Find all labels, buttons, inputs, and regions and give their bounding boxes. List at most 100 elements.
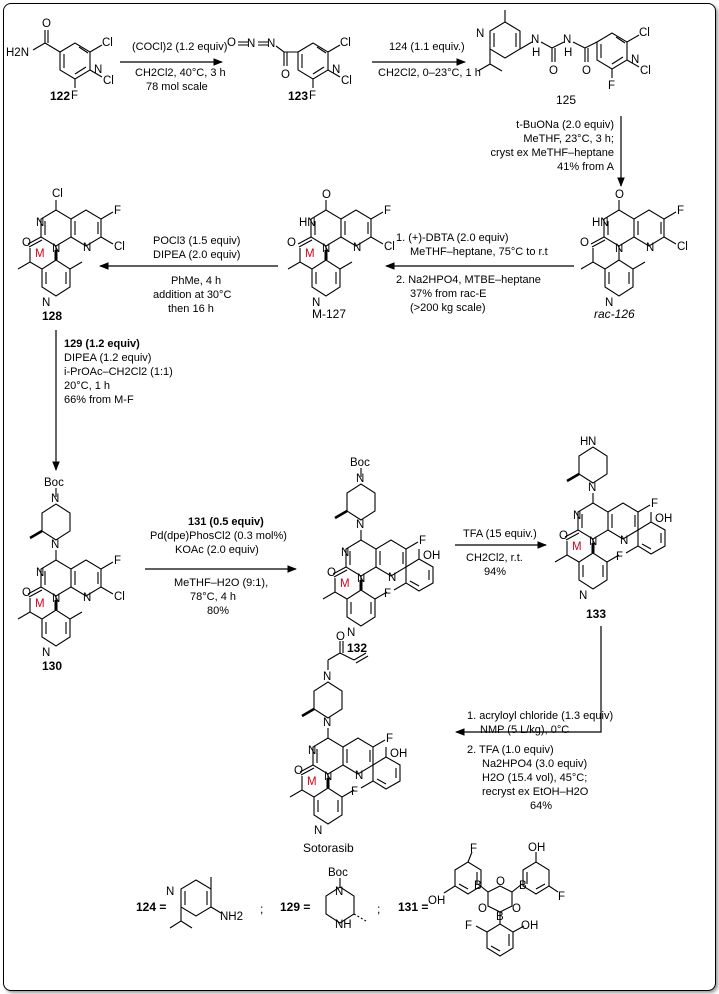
svg-text:addition at 30°C: addition at 30°C [153, 289, 231, 301]
conditions-step-2: 124 (1.1 equiv.) CH2Cl2, 0–23°C, 1 h [378, 41, 481, 79]
label-sotorasib: Sotorasib [303, 841, 354, 855]
svg-text:DIPEA (2.0 equiv): DIPEA (2.0 equiv) [153, 249, 240, 261]
amine-nh: NH [335, 919, 352, 931]
chlorine-atom: Cl [102, 37, 113, 49]
nitrogen-atom: N [353, 242, 361, 254]
compound-130: N Boc N O N N F Cl N M N 130 [17, 477, 125, 673]
svg-text:CH2Cl2, 0–23°C, 1 h: CH2Cl2, 0–23°C, 1 h [378, 67, 481, 79]
arrow-step-9 [455, 626, 602, 736]
label-125: 125 [556, 93, 576, 107]
nitrogen-atom: N [166, 886, 174, 898]
oxygen-atom: O [294, 765, 303, 777]
svg-text:124 (1.1 equiv.): 124 (1.1 equiv.) [389, 41, 465, 53]
nitrogen-atom: N [563, 34, 571, 46]
svg-text:131 =: 131 = [398, 900, 428, 914]
oxygen-atom: O [322, 189, 331, 201]
nitrogen-atom: N [322, 243, 330, 255]
chlorine-atom: Cl [114, 241, 125, 253]
svg-text:PhMe, 4 h: PhMe, 4 h [171, 275, 221, 287]
oxygen-atom: O [580, 237, 589, 249]
fluorine-atom: F [677, 205, 684, 217]
svg-text:78 mol scale: 78 mol scale [146, 81, 208, 93]
hydroxyl-group: OH [390, 748, 407, 760]
label-130: 130 [42, 659, 62, 673]
svg-text:80%: 80% [207, 605, 229, 617]
conditions-step-4: 1. (+)-DBTA (2.0 equiv) MeTHF–heptane, 7… [396, 232, 548, 314]
svg-text:DIPEA (1.2 equiv): DIPEA (1.2 equiv) [64, 352, 151, 364]
fluorine-atom: F [608, 80, 615, 92]
svg-text:CH2Cl2, r.t.: CH2Cl2, r.t. [466, 552, 523, 564]
label-123: 123 [288, 89, 308, 103]
label-rac-126: rac-126 [594, 307, 635, 321]
hydroxyl-group: OH [428, 895, 445, 907]
svg-text:NMP (5 L/kg), 0°C: NMP (5 L/kg), 0°C [480, 724, 569, 736]
svg-text:1. acryloyl chloride (1.3 equi: 1. acryloyl chloride (1.3 equiv) [467, 710, 613, 722]
nitrogen-atom: N [51, 539, 59, 551]
chlorine-atom: Cl [677, 241, 688, 253]
hydroxyl-group: OH [655, 513, 672, 525]
fluorine-atom: F [616, 551, 623, 563]
conditions-step-7: 131 (0.5 equiv) Pd(dpe)PhosCl2 (0.3 mol%… [150, 516, 287, 617]
fluorine-atom: F [419, 535, 426, 547]
compound-rac-126: O O HN N F Cl N N rac-126 [580, 189, 688, 321]
nitrogen-atom: N [52, 593, 60, 605]
nitrogen-atom: N [312, 297, 320, 309]
oxygen-atom: O [281, 69, 290, 81]
nitrogen-atom: N [615, 243, 623, 255]
svg-text:1. (+)-DBTA (2.0 equiv): 1. (+)-DBTA (2.0 equiv) [396, 232, 509, 244]
nitrogen-atom: N [579, 590, 587, 602]
compound-122: O H2N Cl Cl N F 122 [6, 18, 114, 103]
atropisomer-marker: M [35, 248, 45, 260]
hydroxyl-group: OH [521, 920, 538, 932]
svg-text:(COCl)2 (1.2 equiv): (COCl)2 (1.2 equiv) [132, 41, 227, 53]
conditions-step-8: TFA (15 equiv.) CH2Cl2, r.t. 94% [463, 528, 537, 578]
svg-text:KOAc (2.0 equiv): KOAc (2.0 equiv) [175, 544, 259, 556]
chlorine-atom: Cl [114, 591, 125, 603]
atropisomer-marker: M [307, 776, 317, 788]
svg-text:(>200 kg scale): (>200 kg scale) [410, 302, 486, 314]
oxygen-atom: O [287, 237, 296, 249]
fluorine-atom: F [114, 205, 121, 217]
nitrogen-atom: N [51, 493, 59, 505]
fluorine-atom: F [384, 205, 391, 217]
boc-group: Boc [350, 457, 370, 469]
svg-text:131 (0.5 equiv): 131 (0.5 equiv) [188, 516, 264, 528]
nitrogen-atom: N [605, 297, 613, 309]
reagent-129: 129 = N NH Boc [280, 867, 367, 931]
oxygen-atom: O [42, 18, 51, 30]
nitrogen-atom: N [332, 64, 340, 76]
nitrogen-atom: N [347, 627, 355, 639]
nitrogen-atom: N [323, 671, 331, 683]
oxygen-atom: O [582, 65, 591, 77]
nitrogen-atom: N [588, 482, 596, 494]
compound-sotorasib: O N N O N N F OH F N M N Sotorasib [289, 631, 407, 855]
nitrogen-atom: N [42, 297, 50, 309]
nitrogen-atom: N [36, 217, 44, 229]
compound-125: N N H O N H O Cl Cl N F 125 [476, 10, 651, 107]
atropisomer-marker: M [305, 248, 315, 260]
nitrogen-atom: N [589, 536, 597, 548]
amide-nh: HN [299, 217, 316, 229]
svg-text:MeTHF, 23°C, 3 h;: MeTHF, 23°C, 3 h; [523, 133, 614, 145]
nitrogen-atom: N [83, 242, 91, 254]
fluorine-atom: F [386, 733, 393, 745]
nitrogen-atom: N [355, 770, 363, 782]
boron-atom: B [474, 880, 482, 892]
nitrogen-atom: N [588, 436, 596, 448]
label-128: 128 [42, 309, 62, 323]
oxygen-atom: O [559, 530, 568, 542]
svg-text:41% from A: 41% from A [557, 161, 615, 173]
svg-text:then 16 h: then 16 h [168, 303, 214, 315]
nitrogen-atom: N [476, 28, 484, 40]
svg-text:66% from M-F: 66% from M-F [64, 394, 134, 406]
fluorine-atom: F [351, 786, 358, 798]
nitrogen-atom: N [42, 647, 50, 659]
nitrogen-atom: N [83, 592, 91, 604]
boron-atom: B [496, 911, 504, 923]
oxygen-atom: O [615, 189, 624, 201]
oxygen-atom: O [512, 903, 521, 915]
scheme-frame [3, 3, 716, 991]
oxygen-atom: O [549, 65, 558, 77]
